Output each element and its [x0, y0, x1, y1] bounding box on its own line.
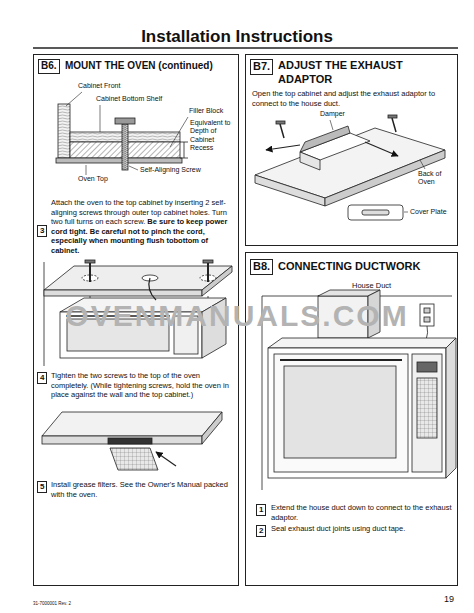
part-label: House Duct	[352, 281, 391, 290]
step-number: 2	[256, 525, 266, 537]
badge-text: 4	[40, 373, 44, 382]
text: Extend the house duct down to connect to…	[271, 503, 452, 522]
part-label: Oven Top	[78, 175, 108, 183]
badge-text: 5	[40, 482, 44, 491]
step-heading: MOUNT THE OVEN (continued)	[65, 60, 237, 73]
instruction-text: Install grease filters. See the Owner's …	[51, 480, 235, 499]
step-number: 5	[37, 481, 47, 493]
step-heading: ADJUST THE EXHAUST ADAPTOR	[278, 59, 454, 87]
instruction-text: Seal exhaust duct joints using duct tape…	[271, 524, 453, 534]
step-panel: B7. ADJUST THE EXHAUST ADAPTOR Open the to…	[245, 54, 458, 246]
part-label: Filler Block	[189, 107, 223, 115]
grease-filter-figure	[42, 412, 222, 470]
text: ADJUST THE EXHAUST ADAPTOR	[278, 59, 403, 85]
step-number: 4	[37, 372, 47, 384]
title-rule	[33, 47, 458, 49]
cross-section	[56, 104, 188, 170]
badge-text: 3	[40, 226, 44, 235]
exhaust-adaptor-figure	[255, 115, 445, 220]
badge-text: B6.	[41, 60, 57, 71]
instruction-text: Tighten the two screws to the top of the…	[51, 371, 235, 400]
part-label: Cover Plate	[410, 208, 447, 216]
step-number: 3	[37, 225, 47, 237]
instruction-text: Open the top cabinet and adjust the exha…	[252, 89, 454, 108]
part-label: Back of Oven	[418, 170, 456, 187]
text: MOUNT THE OVEN (continued)	[65, 60, 213, 71]
text: Install grease filters. See the Owner's …	[51, 480, 228, 499]
document-number: 31-7000001 Rev. 2	[33, 601, 71, 606]
step-number: 1	[256, 504, 266, 516]
text: Seal exhaust duct joints using duct tape…	[271, 524, 405, 533]
text: Open the top cabinet and adjust the exha…	[252, 89, 435, 108]
badge-text: B7.	[253, 60, 270, 72]
text: Tighten the two screws to the top of the…	[51, 371, 229, 399]
badge-text: 1	[259, 505, 263, 514]
step-badge: B8.	[250, 259, 273, 275]
leader-line	[66, 92, 188, 175]
instruction-text: Attach the oven to the top cabinet by in…	[51, 198, 235, 255]
part-label: Damper	[320, 110, 345, 118]
part-label: Cabinet Front	[78, 82, 120, 90]
page-number: 19	[444, 594, 454, 605]
step-heading: CONNECTING DUCTWORK	[278, 260, 454, 274]
badge-text: 2	[259, 526, 263, 535]
watermark: OVENMANUALS.COM	[0, 298, 474, 334]
badge-text: B8.	[253, 260, 270, 272]
part-label: Cabinet Bottom Shelf	[96, 95, 162, 103]
text: CONNECTING DUCTWORK	[278, 260, 420, 272]
step-badge: B6.	[38, 59, 60, 74]
step-badge: B7.	[250, 59, 273, 75]
dimension-label: Equivalent to Depth of Cabinet Recess	[190, 119, 236, 153]
page-title: Installation Instructions	[0, 27, 474, 47]
instruction-text: Extend the house duct down to connect to…	[271, 503, 453, 522]
part-label: Self-Aligning Screw	[140, 166, 201, 174]
